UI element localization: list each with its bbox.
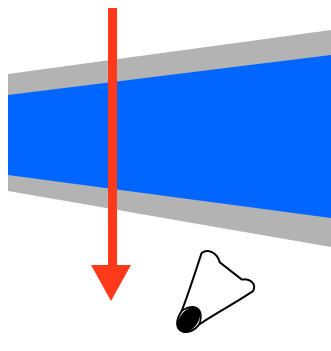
eye-with-viewing-cone-icon [156, 247, 257, 351]
arrow-shaft [108, 8, 117, 270]
viewing-cone-outline [156, 247, 257, 351]
arrow-head [91, 265, 131, 301]
